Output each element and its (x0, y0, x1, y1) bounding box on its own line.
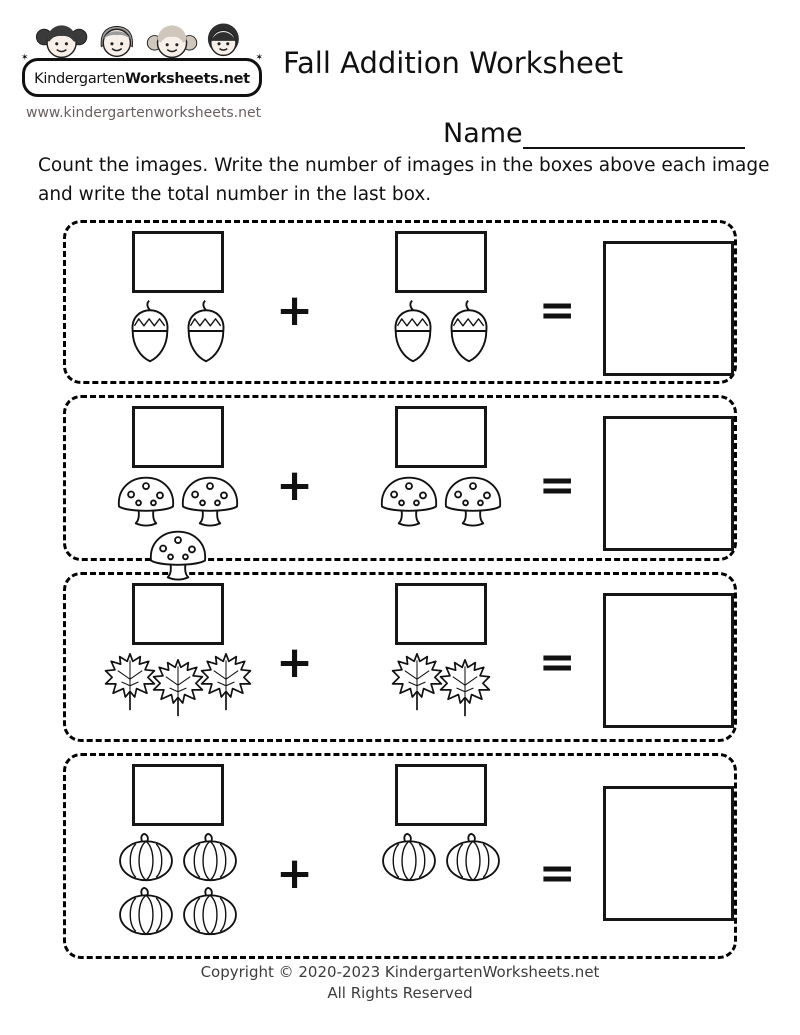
addend-group-1 (96, 764, 261, 936)
site-url: www.kindergartenworksheets.net (26, 105, 262, 121)
leaf-icon (98, 651, 162, 713)
addend-box-2[interactable] (394, 231, 487, 293)
addend-group-1 (96, 406, 261, 582)
equals-sign: = (538, 285, 576, 336)
pumpkin-icon (443, 832, 503, 882)
rights-line: All Rights Reserved (327, 984, 473, 1003)
sparkle-icon: ✶ (21, 53, 29, 63)
image-group-2 (386, 299, 496, 363)
name-label: Name (443, 118, 523, 149)
addend-group-2 (359, 764, 524, 882)
page-title: Fall Addition Worksheet (283, 46, 624, 80)
addend-box-1[interactable] (132, 231, 225, 293)
leaf-icon (385, 651, 449, 713)
mushroom-icon (377, 474, 441, 528)
plus-sign: + (276, 285, 314, 336)
addend-box-2[interactable] (394, 764, 487, 826)
sparkle-icon: ✶ (255, 53, 263, 63)
addend-box-1[interactable] (132, 583, 225, 645)
addend-group-1 (96, 231, 261, 363)
addend-group-2 (359, 406, 524, 528)
addend-box-1[interactable] (132, 406, 225, 468)
mushroom-icon (178, 474, 242, 528)
pumpkin-icon (116, 886, 176, 936)
acorn-icon (179, 299, 233, 363)
instructions-line2: and write the total number in the last b… (38, 183, 432, 205)
instructions: Count the images. Write the number of im… (38, 152, 769, 209)
sum-box[interactable] (603, 241, 734, 376)
leaf-icon (433, 657, 497, 719)
copyright-line: Copyright © 2020-2023 KindergartenWorksh… (200, 962, 600, 981)
addend-box-2[interactable] (394, 406, 487, 468)
name-field: Name (443, 118, 745, 149)
mushroom-icon (146, 528, 210, 582)
name-blank-line[interactable] (522, 120, 745, 149)
addend-box-1[interactable] (132, 764, 225, 826)
image-group-2 (366, 474, 516, 528)
problem-row-2: + = (63, 395, 737, 581)
problems-area: + = + = + (63, 220, 737, 970)
problem-row-4: + = (63, 753, 737, 959)
instructions-line1: Count the images. Write the number of im… (38, 155, 770, 176)
acorn-icon (386, 299, 440, 363)
plus-sign: + (276, 848, 314, 899)
addend-group-2 (359, 583, 524, 717)
image-group-1 (123, 299, 233, 363)
logo-text-box: ✶ KindergartenWorksheets.net ✶ (21, 53, 263, 97)
image-group-2 (375, 832, 507, 882)
addend-box-2[interactable] (394, 583, 487, 645)
equals-sign: = (538, 460, 576, 511)
pumpkin-icon (116, 832, 176, 882)
pumpkin-icon (379, 832, 439, 882)
brand-name-second: Worksheets.net (124, 71, 250, 87)
image-group-1 (98, 651, 258, 717)
kids-illustration (35, 23, 239, 59)
mushroom-icon (441, 474, 505, 528)
sum-box[interactable] (603, 416, 734, 551)
leaf-icon (146, 657, 210, 719)
brand-name-first: Kindergarten (34, 71, 125, 87)
copyright-footer: Copyright © 2020-2023 KindergartenWorksh… (0, 962, 800, 1006)
plus-sign: + (276, 460, 314, 511)
image-group-1 (112, 832, 244, 936)
image-group-2 (385, 651, 497, 717)
acorn-icon (442, 299, 496, 363)
plus-sign: + (276, 637, 314, 688)
addend-group-2 (359, 231, 524, 363)
sum-box[interactable] (603, 593, 734, 728)
addend-group-1 (96, 583, 261, 717)
mushroom-icon (114, 474, 178, 528)
pumpkin-icon (180, 886, 240, 936)
pumpkin-icon (180, 832, 240, 882)
acorn-icon (123, 299, 177, 363)
equals-sign: = (538, 637, 576, 688)
sum-box[interactable] (603, 786, 734, 921)
site-logo: ✶ KindergartenWorksheets.net ✶ www.kinde… (21, 6, 263, 121)
problem-row-1: + = (63, 220, 737, 384)
leaf-icon (194, 651, 258, 713)
problem-row-3: + = (63, 572, 737, 742)
image-group-1 (103, 474, 253, 582)
equals-sign: = (538, 848, 576, 899)
